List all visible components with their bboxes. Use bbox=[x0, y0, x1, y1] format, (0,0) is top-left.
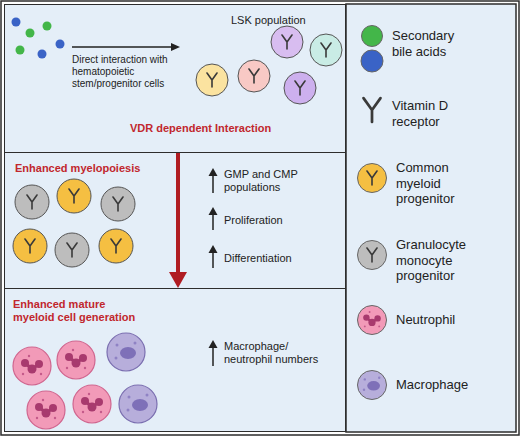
legend-symbols bbox=[361, 50, 383, 391]
effect-note: Macrophage/ neutrophil numbers bbox=[224, 340, 334, 366]
legend-text: Neutrophil bbox=[396, 312, 496, 328]
legend-swatch bbox=[357, 305, 387, 335]
legend-symbols bbox=[361, 50, 383, 72]
legend-swatch bbox=[357, 163, 387, 193]
legend-text: Common myeloid progenitor bbox=[396, 160, 481, 207]
legend-text: Granulocyte monocyte progenitor bbox=[396, 237, 481, 284]
population-title: LSK population bbox=[231, 14, 346, 27]
legend-text: Vitamin D receptor bbox=[392, 98, 467, 129]
effect-note: Differentiation bbox=[224, 252, 324, 265]
legend-swatch bbox=[357, 240, 387, 270]
legend-text: Secondary bile acids bbox=[392, 28, 467, 59]
legend-swatch bbox=[361, 25, 383, 47]
edge-label: VDR dependent Interaction bbox=[130, 122, 271, 135]
legend-text: Macrophage bbox=[396, 377, 496, 393]
effect-note: GMP and CMP populations bbox=[224, 168, 324, 194]
legend-symbols bbox=[364, 98, 381, 122]
stage-heading: Enhanced myelopoiesis bbox=[15, 162, 195, 175]
legend-panel bbox=[346, 4, 516, 432]
interaction-note: Direct interaction with hematopoietic st… bbox=[72, 54, 184, 90]
stage-heading: Enhanced mature myeloid cell generation bbox=[13, 298, 143, 324]
legend-swatch bbox=[357, 370, 387, 400]
effect-note: Proliferation bbox=[224, 214, 324, 227]
